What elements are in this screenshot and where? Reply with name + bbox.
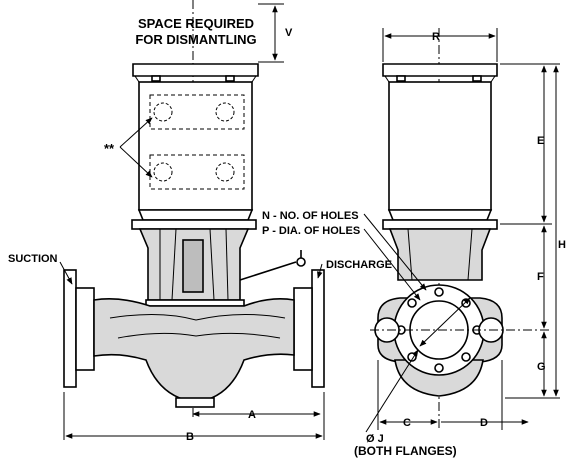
front-view	[363, 28, 560, 433]
side-pump-casing	[93, 298, 295, 403]
space-required-label: SPACE REQUIRED	[138, 16, 254, 31]
front-motor-stand	[388, 228, 492, 281]
dim-f: F	[537, 271, 544, 283]
side-motor-cap	[132, 63, 259, 77]
dim-e: E	[537, 135, 544, 147]
dim-b: B	[186, 431, 194, 443]
dim-a: A	[248, 409, 256, 421]
dim-g: G	[537, 361, 546, 373]
holes-number-label: N - NO. OF HOLES	[262, 210, 359, 222]
dim-v: V	[285, 27, 293, 39]
dim-d: D	[480, 417, 488, 429]
dim-c: C	[403, 417, 411, 429]
dim-j: Ø J	[366, 433, 384, 445]
terminal-box-outline-upper	[149, 94, 245, 130]
dim-r: R	[432, 31, 440, 43]
both-flanges-label: (BOTH FLANGES)	[354, 444, 457, 458]
suction-label: SUCTION	[8, 253, 58, 265]
discharge-label: DISCHARGE	[326, 259, 392, 271]
discharge-flange	[311, 269, 325, 388]
asterisks-label: **	[104, 141, 115, 156]
side-motor-body	[138, 81, 253, 211]
side-view	[59, 0, 325, 440]
front-motor-body	[388, 81, 492, 211]
dim-h: H	[558, 239, 566, 251]
for-dismantling-label: FOR DISMANTLING	[135, 32, 256, 47]
suction-flange	[63, 269, 77, 388]
holes-diameter-label: P - DIA. OF HOLES	[262, 225, 360, 237]
